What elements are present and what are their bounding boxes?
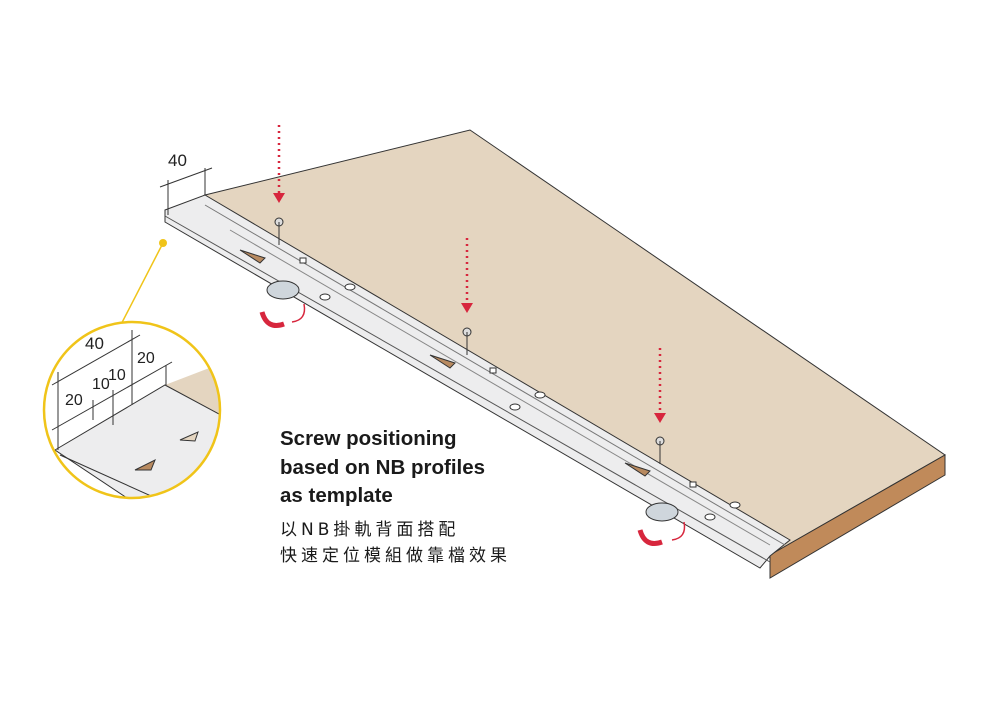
dimension-40: 40	[168, 151, 187, 170]
caption-chinese: 以NB掛軌背面搭配 快速定位模組做靠檔效果	[280, 517, 511, 569]
caption-en-line: as template	[280, 484, 393, 507]
board-edge	[769, 454, 946, 579]
caption-en-line: based on NB profiles	[280, 455, 486, 479]
rail-holes	[299, 257, 741, 521]
detail-callout-circle	[42, 320, 222, 500]
rotation-arrows	[259, 311, 663, 546]
rotation-arrows-outline	[291, 303, 686, 541]
detail-dim-10b: 10	[108, 367, 126, 384]
detail-view: 40 20 10 10 20	[44, 322, 220, 498]
arrow-heads	[273, 193, 666, 423]
detail-dim-20b: 20	[137, 350, 155, 367]
callout-dot	[159, 239, 167, 247]
screws	[274, 217, 665, 464]
detail-dim-40: 40	[85, 334, 104, 353]
anchors	[239, 249, 679, 522]
caption-english: Screw positioning based on NB profiles a…	[280, 425, 511, 511]
caption-zh-line: 快速定位模組做靠檔效果	[280, 545, 511, 566]
detail-dim-20a: 20	[65, 392, 83, 409]
detail-dim-10a: 10	[92, 376, 110, 393]
caption-en-line: Screw positioning	[280, 427, 457, 450]
caption-zh-line: 以NB掛軌背面搭配	[280, 519, 460, 540]
caption: Screw positioning based on NB profiles a…	[280, 425, 511, 569]
main-dimension-lines	[159, 167, 213, 215]
screw-direction-arrows	[277, 125, 662, 415]
